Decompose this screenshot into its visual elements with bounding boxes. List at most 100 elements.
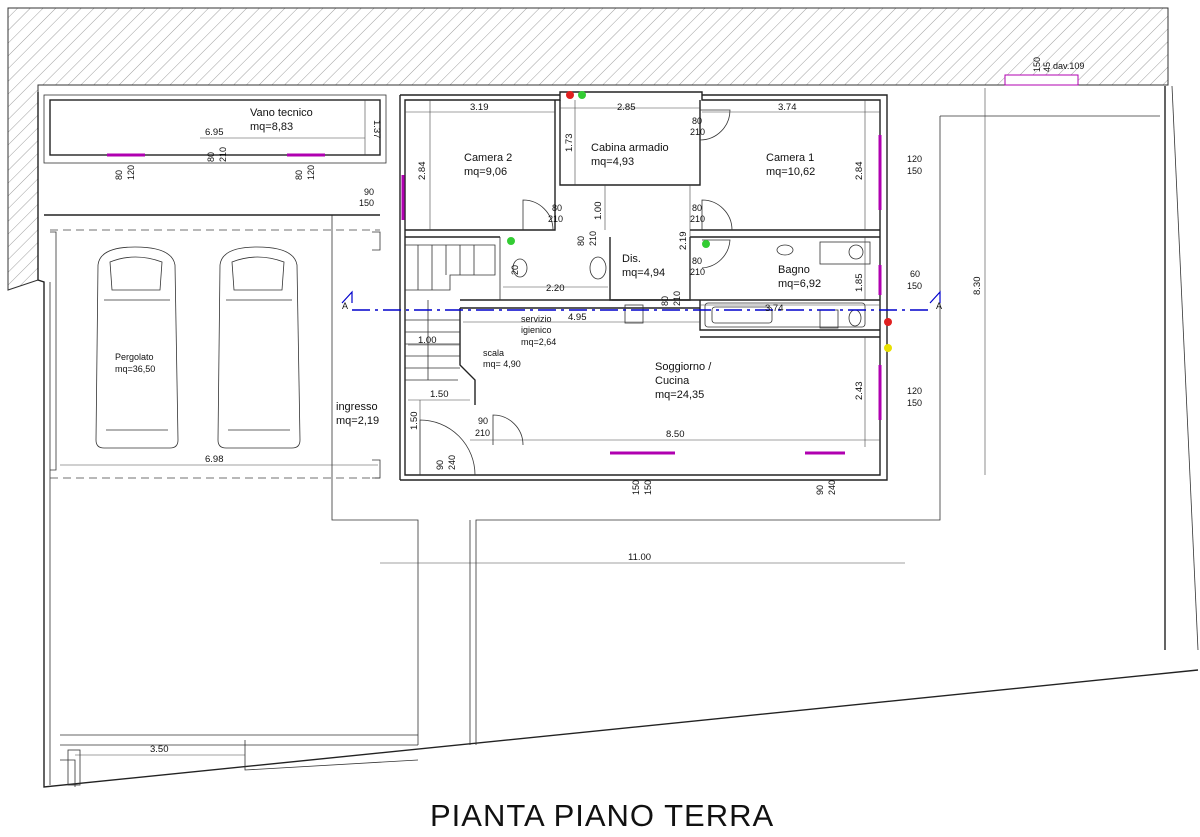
dimension-label: 2.84 [417, 162, 428, 181]
opening-height: 210 [588, 231, 598, 246]
dimension-label: 6.95 [205, 127, 224, 138]
opening-width: 80 [294, 170, 304, 180]
room-name: igienico [521, 325, 552, 335]
opening-height: 150 [907, 281, 922, 291]
opening-height: 210 [548, 214, 563, 224]
opening-width: 80 [660, 296, 670, 306]
car-icon [95, 246, 179, 449]
marker-yellow [884, 344, 892, 352]
opening-width: 90 [364, 187, 374, 197]
opening-height: 150 [359, 198, 374, 208]
stair-icon [405, 244, 496, 381]
opening-height: 150 [907, 166, 922, 176]
room-area: mq=2,19 [336, 415, 379, 427]
room-area: mq=6,92 [778, 278, 821, 290]
dimension-label: 1.50 [409, 412, 420, 431]
opening-width: 80 [692, 116, 702, 126]
opening-width: 20 [510, 265, 520, 275]
dimension-label: 1.73 [564, 134, 575, 153]
boundary-hatch [7, 7, 1169, 291]
room-area: mq=2,64 [521, 337, 556, 347]
room-name: Soggiorno / [655, 361, 712, 373]
dimension-label: 1.50 [430, 389, 449, 400]
dimension-label: 2.19 [678, 232, 689, 251]
room-name: Camera 1 [766, 152, 814, 164]
opening-width: 90 [478, 416, 488, 426]
dimension-label: 2.85 [617, 102, 636, 113]
section-mark: A [342, 301, 348, 311]
room-area: mq= 4,90 [483, 359, 521, 369]
opening-height: 210 [475, 428, 490, 438]
dimension-label: 1.85 [854, 274, 865, 293]
opening-width: 90 [435, 460, 445, 470]
room-name: Pergolato [115, 352, 154, 362]
opening-height: 150 [907, 398, 922, 408]
room-name: Bagno [778, 264, 810, 276]
opening-width: 150 [631, 480, 641, 495]
dimension-label: 1.37 [371, 120, 382, 139]
marker-green [507, 237, 515, 245]
room-name: Vano tecnico [250, 107, 313, 119]
dimension-label: 3.74 [765, 303, 784, 314]
house-walls [399, 91, 888, 481]
bathtub-icon [704, 302, 866, 328]
lot-outline [37, 85, 1199, 788]
dimension-label: 8.30 [972, 277, 983, 296]
dimension-label: 3.50 [150, 744, 169, 755]
room-area: mq=10,62 [766, 166, 815, 178]
opening-width: 80 [576, 236, 586, 246]
opening-width: 80 [552, 203, 562, 213]
section-line [341, 290, 941, 311]
room-name: Cabina armadio [591, 142, 669, 154]
opening-height: 210 [690, 127, 705, 137]
dimension-label: 1.00 [418, 335, 437, 346]
opening-width: 80 [692, 256, 702, 266]
dimension-label: 8.50 [666, 429, 685, 440]
room-name: servizio [521, 314, 552, 324]
opening-width: 80 [114, 170, 124, 180]
dimension-label: 3.74 [778, 102, 797, 113]
room-area: mq=8,83 [250, 121, 293, 133]
room-area: mq=24,35 [655, 389, 704, 401]
dimension-label: 11.00 [628, 552, 651, 563]
room-area: mq=4,93 [591, 156, 634, 168]
opening-height: 240 [827, 480, 837, 495]
opening-width: 150 [1032, 57, 1042, 72]
opening-height: 240 [447, 455, 457, 470]
car-icon [217, 246, 301, 449]
opening-width: 120 [907, 386, 922, 396]
opening-height: 150 [643, 480, 653, 495]
dimension-label: 6.98 [205, 454, 224, 465]
room-name: ingresso [336, 401, 378, 413]
drawing-title: PIANTA PIANO TERRA [430, 798, 774, 833]
opening-height: 210 [218, 147, 228, 162]
dimension-lines [75, 88, 986, 756]
opening-height: 120 [306, 165, 316, 180]
opening-height: 120 [126, 165, 136, 180]
room-area: mq=4,94 [622, 267, 665, 279]
marker-red [566, 91, 574, 99]
room-name: Dis. [622, 253, 641, 265]
sink-icon [624, 241, 871, 329]
dimension-label: 2.84 [854, 162, 865, 181]
opening-width: 80 [206, 152, 216, 162]
opening-width: 80 [692, 203, 702, 213]
dimension-label: 4.95 [568, 312, 587, 323]
opening-height: 210 [672, 291, 682, 306]
dimension-label: 1.00 [593, 202, 604, 221]
dimension-label: 2.43 [854, 382, 865, 401]
room-name: Camera 2 [464, 152, 512, 164]
room-area: mq=9,06 [464, 166, 507, 178]
opening-height: 210 [690, 214, 705, 224]
windows [107, 135, 882, 455]
door-swings [419, 109, 733, 476]
sill-label: dav.109 [1053, 61, 1084, 71]
marker-green [578, 91, 586, 99]
opening-width: 120 [907, 154, 922, 164]
marker-red [884, 318, 892, 326]
dimension-label: 2.20 [546, 283, 565, 294]
room-vano-tecnico [43, 94, 387, 164]
room-name: scala [483, 348, 504, 358]
opening-height: 45 [1042, 62, 1052, 72]
